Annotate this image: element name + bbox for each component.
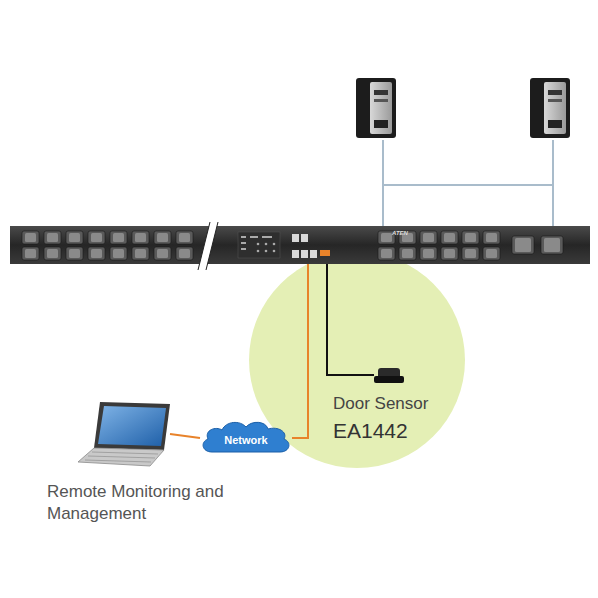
control-panel bbox=[238, 232, 330, 258]
door-sensor: Door SensorEA1442 bbox=[374, 366, 404, 384]
break-mark bbox=[198, 222, 218, 270]
pdu-unit: ATEN bbox=[10, 226, 590, 264]
cable bbox=[292, 264, 308, 438]
device-label: Door Sensor bbox=[333, 393, 428, 415]
laptop: Remote Monitoring and Management bbox=[78, 402, 170, 466]
device-label: Remote Monitoring and Management bbox=[47, 481, 227, 525]
network-cloud: Network bbox=[200, 420, 292, 456]
server-links bbox=[383, 140, 553, 228]
laptop-icon bbox=[78, 402, 170, 466]
door-sensor-icon bbox=[374, 368, 404, 383]
break-mark bbox=[206, 222, 218, 270]
server-tower bbox=[356, 78, 396, 138]
outlets bbox=[22, 231, 563, 260]
server-tower bbox=[530, 78, 570, 138]
cable bbox=[327, 264, 374, 375]
device-label: EA1442 bbox=[333, 417, 408, 444]
cloud-label: Network bbox=[200, 433, 292, 447]
pdu-body bbox=[10, 226, 590, 264]
brand-logo: ATEN bbox=[392, 230, 408, 238]
cable bbox=[170, 434, 200, 438]
